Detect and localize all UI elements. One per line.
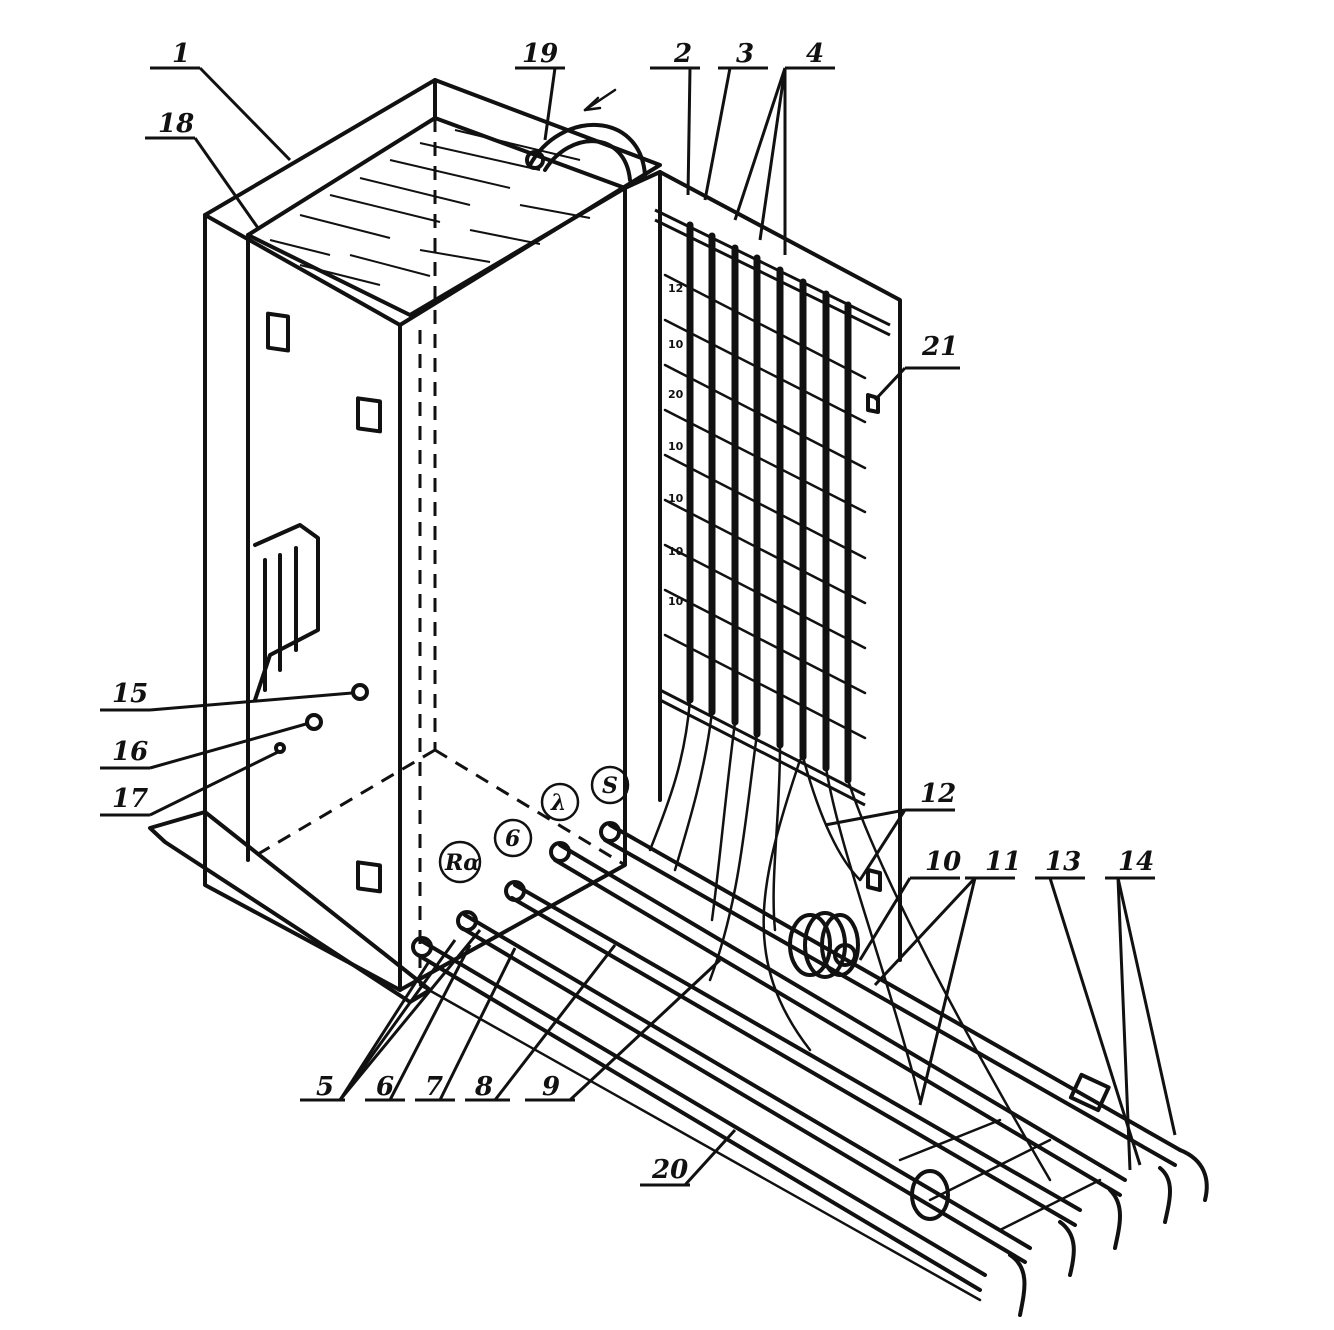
circle-label-s: S [602, 773, 618, 799]
svg-text:10: 10 [668, 492, 684, 505]
label-4: 4 [806, 39, 824, 69]
cabinet-latches [266, 311, 382, 894]
label-19: 19 [522, 39, 558, 69]
circle-label-6: 6 [505, 826, 520, 852]
svg-text:12: 12 [668, 282, 683, 295]
scale-numerals: 12 10 20 10 10 10 10 [668, 282, 684, 608]
svg-text:10: 10 [668, 545, 684, 558]
svg-text:10: 10 [668, 440, 684, 453]
svg-text:10: 10 [668, 595, 684, 608]
base-plate [148, 810, 432, 1004]
cabinet-body [203, 78, 662, 992]
label-18: 18 [158, 109, 194, 139]
circle-label-ra: Rα [444, 850, 480, 876]
manometer-tubes [686, 221, 852, 784]
label-2: 2 [673, 39, 692, 69]
pulley [788, 911, 860, 979]
label-16: 16 [112, 737, 148, 767]
label-9: 9 [542, 1072, 560, 1102]
label-5: 5 [316, 1072, 334, 1102]
label-8: 8 [474, 1072, 493, 1102]
tray-rods [411, 821, 1182, 1302]
label-13: 13 [1045, 847, 1081, 877]
label-17: 17 [112, 784, 148, 814]
label-3: 3 [736, 39, 754, 69]
top-handle [525, 122, 647, 182]
circle-label-lambda: λ [550, 790, 566, 816]
tube-circle-labels: S λ 6 Rα [438, 765, 630, 884]
tube-ends [910, 1072, 1209, 1317]
label-7: 7 [425, 1072, 443, 1102]
label-20: 20 [651, 1155, 688, 1185]
control-knobs [274, 683, 369, 754]
door-handle [253, 523, 320, 702]
insertion-arrow [583, 88, 617, 112]
label-21: 21 [921, 332, 958, 362]
label-1: 1 [172, 39, 190, 69]
label-14: 14 [1118, 847, 1154, 877]
label-6: 6 [376, 1072, 394, 1102]
scale-panel: 12 10 20 10 10 10 10 [623, 170, 902, 962]
svg-text:20: 20 [668, 388, 684, 401]
callouts: 1 18 19 2 3 4 21 12 10 [100, 39, 1177, 1187]
label-15: 15 [112, 679, 148, 709]
label-12: 12 [920, 779, 956, 809]
connecting-tubes [648, 698, 1052, 1182]
label-10: 10 [925, 847, 961, 877]
svg-text:10: 10 [668, 338, 684, 351]
label-11: 11 [985, 847, 1021, 877]
scale-grid [663, 273, 867, 740]
